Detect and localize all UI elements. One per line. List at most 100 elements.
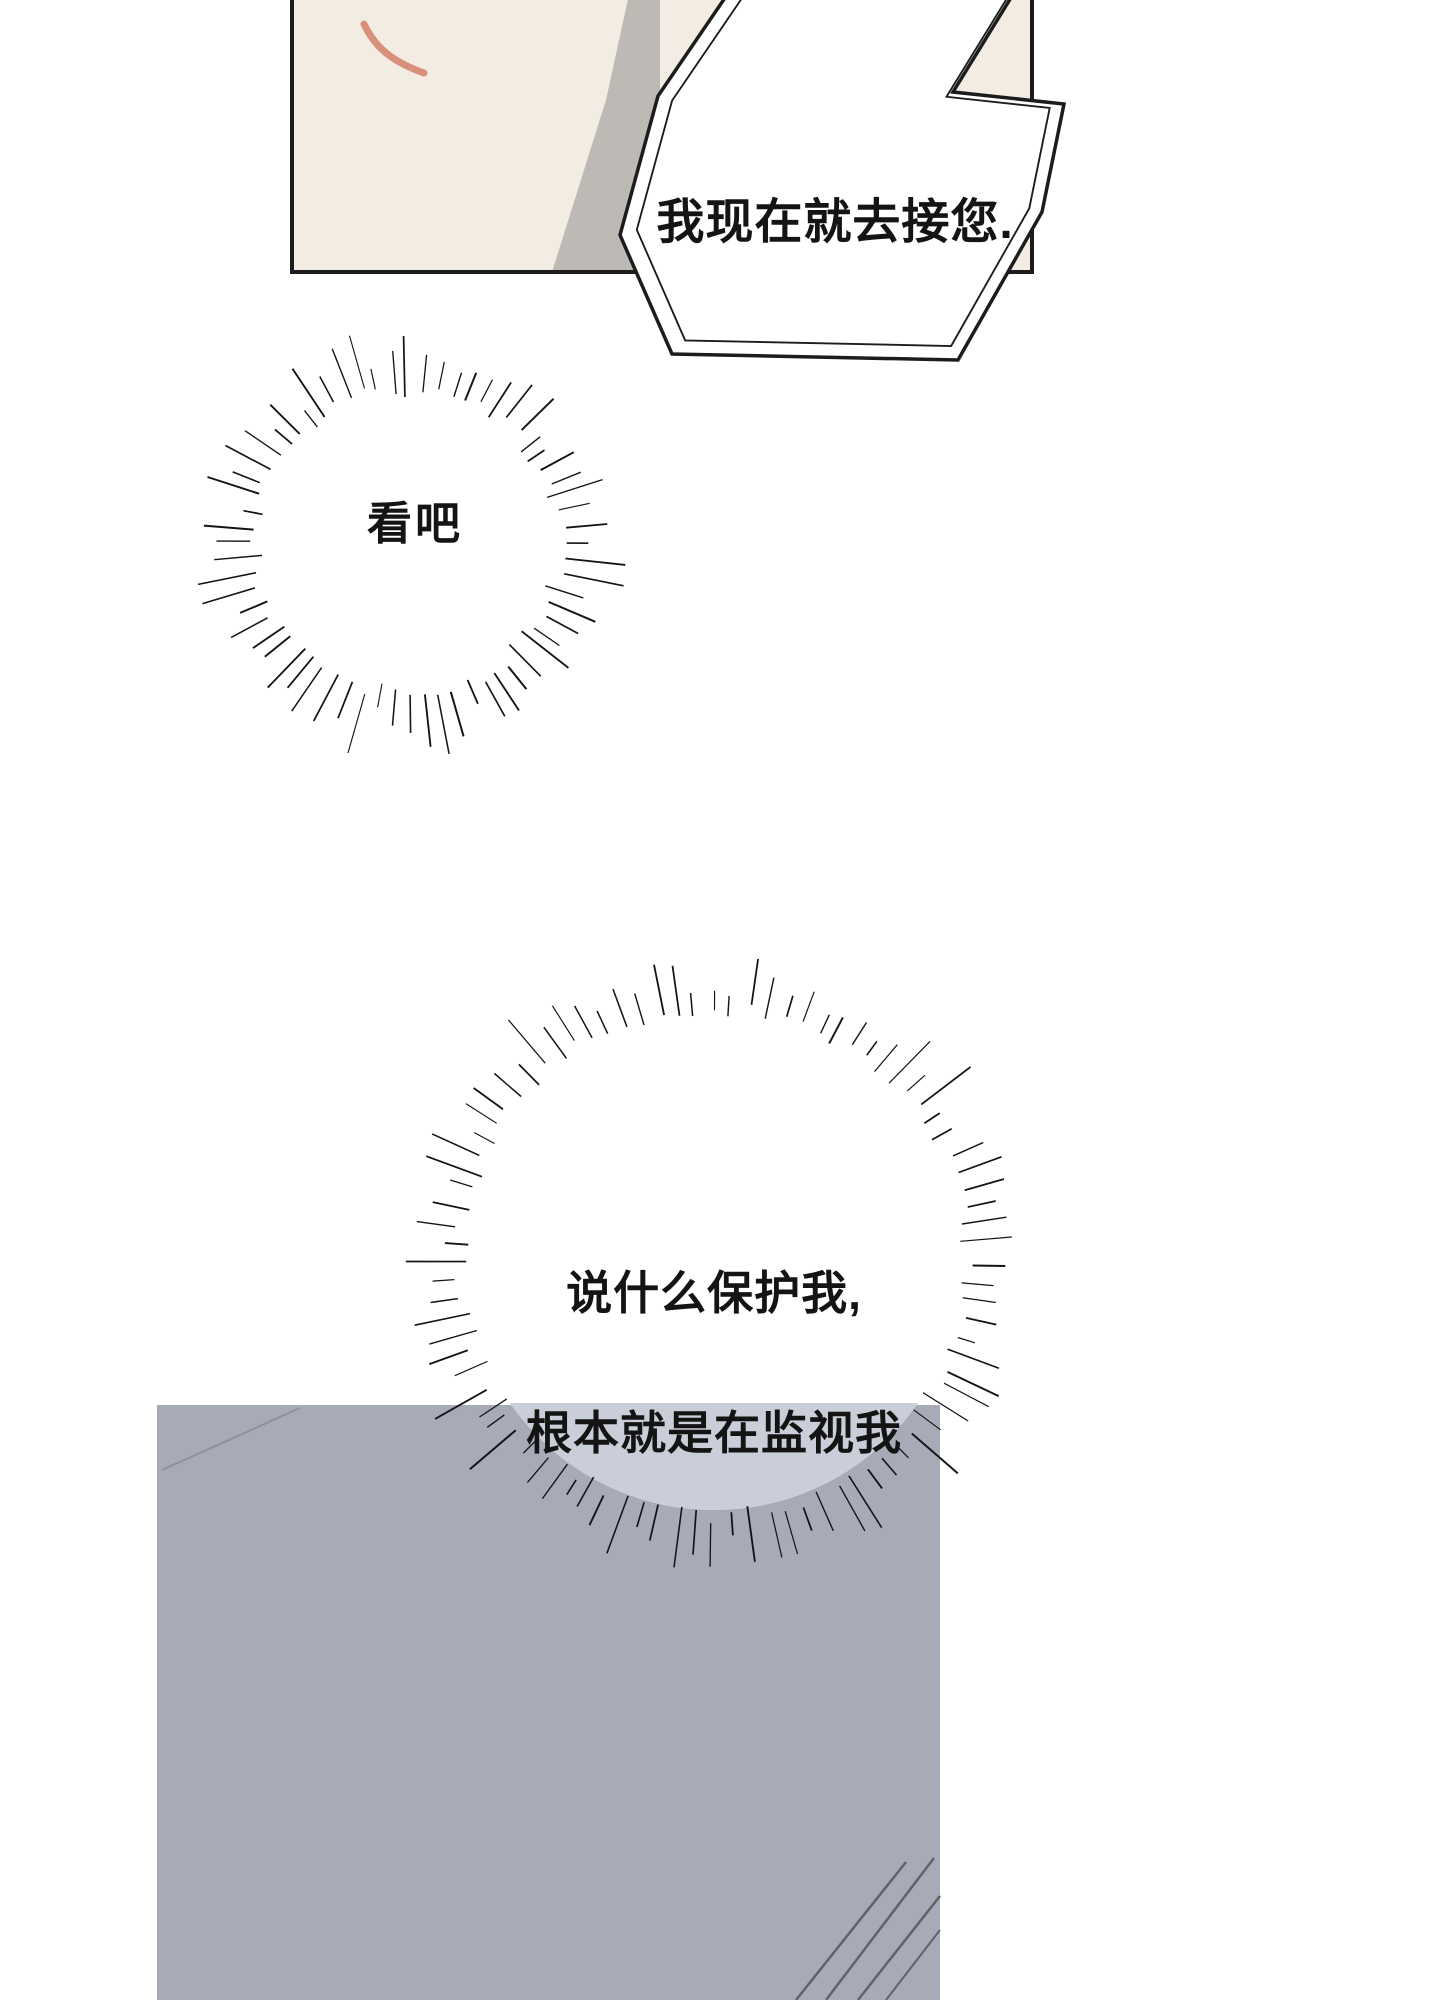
burst-line [730, 1512, 734, 1536]
panel-crease-line [161, 1407, 301, 1471]
burst-line [319, 376, 335, 403]
large-burst-text: 说什么保护我, 根本就是在监视我 [444, 1188, 984, 1538]
speech-bubble-outer [618, 0, 1067, 362]
burst-line [866, 1040, 878, 1056]
burst-line [546, 478, 603, 499]
burst-line [430, 1297, 459, 1304]
burst-line [961, 1282, 994, 1287]
speech-bubble-text: 我现在就去接您. [656, 196, 1014, 249]
burst-line [331, 348, 353, 399]
burst-line [429, 1329, 477, 1345]
burst-line [746, 1506, 756, 1562]
speed-line [795, 1861, 907, 2000]
burst-line [444, 1242, 469, 1246]
burst-line [551, 471, 582, 485]
burst-line [612, 988, 628, 1028]
bottom-panel-background [157, 1405, 940, 2000]
burst-line [303, 410, 318, 428]
burst-line [449, 691, 465, 737]
small-burst-lines [197, 335, 626, 755]
burst-line [286, 656, 315, 689]
burst-line [636, 1502, 645, 1528]
burst-line [464, 372, 478, 401]
burst-line [422, 354, 428, 393]
burst-line [923, 1112, 941, 1124]
burst-line [426, 1155, 483, 1178]
burst-line [634, 993, 645, 1026]
burst-line [474, 1132, 495, 1145]
burst-line [337, 681, 354, 719]
burst-line [527, 449, 545, 463]
burst-line [392, 350, 397, 395]
burst-line [558, 502, 590, 511]
burst-line [465, 1103, 498, 1124]
large-burst-text-line2: 根本就是在监视我 [526, 1407, 902, 1459]
burst-line [312, 674, 339, 722]
burst-line [520, 398, 555, 431]
burst-line [533, 627, 560, 647]
burst-line [727, 995, 730, 1017]
burst-line [881, 1457, 898, 1476]
burst-line [967, 1200, 996, 1208]
speed-line [857, 1895, 941, 2000]
large-burst-text-line1: 说什么保护我, [566, 1267, 862, 1319]
burst-line [947, 1348, 1000, 1370]
burst-line [802, 1507, 813, 1531]
burst-line [839, 1485, 866, 1532]
burst-line [673, 1506, 683, 1568]
burst-line [493, 1072, 522, 1098]
burst-line [264, 635, 291, 658]
burst-line [911, 1432, 959, 1475]
burst-line [802, 991, 815, 1022]
small-burst-text: 看吧 [366, 498, 463, 549]
burst-line [648, 1504, 659, 1541]
burst-line [508, 644, 542, 677]
burst-line [507, 665, 528, 690]
burst-line [962, 1297, 996, 1304]
burst-line [454, 1360, 488, 1377]
burst-line [961, 1216, 1007, 1225]
burst-line [486, 1414, 505, 1428]
burst-line [913, 1409, 941, 1431]
burst-line [709, 1523, 712, 1567]
burst-line [203, 524, 254, 531]
burst-line [432, 1201, 470, 1211]
burst-line [291, 368, 326, 418]
burst-line [540, 451, 575, 471]
burst-line [548, 600, 596, 623]
burst-line [432, 1278, 455, 1282]
burst-line [453, 372, 463, 398]
burst-line [487, 381, 512, 418]
burst-line [269, 404, 301, 435]
burst-line [267, 647, 306, 689]
burst-line [815, 1491, 834, 1532]
speed-lines [795, 1857, 941, 2000]
burst-line [232, 471, 261, 484]
burst-line [391, 689, 397, 726]
burst-line [565, 557, 626, 566]
burst-line [230, 617, 268, 639]
burst-line [958, 1155, 1002, 1174]
speed-line [825, 1857, 935, 2000]
burst-line [274, 428, 293, 445]
burst-line [867, 1468, 883, 1489]
burst-line [207, 476, 260, 495]
burst-line [518, 1063, 540, 1086]
burst-line [197, 571, 257, 586]
burst-line [566, 1479, 577, 1496]
burst-line [541, 1463, 568, 1500]
burst-line [906, 1074, 926, 1092]
speed-line [885, 1929, 941, 2000]
burst-line [820, 1014, 830, 1034]
burst-line [347, 693, 366, 754]
burst-line [576, 1476, 595, 1507]
burst-line [244, 430, 282, 456]
burst-line [431, 1133, 480, 1157]
burst-line [469, 1429, 517, 1470]
burst-line [964, 1178, 1005, 1192]
speech-bubble-inner-line [635, 0, 1051, 347]
burst-line [370, 368, 376, 390]
burst-line [493, 672, 520, 712]
burst-line [526, 1457, 549, 1484]
burst-line [428, 1349, 469, 1365]
